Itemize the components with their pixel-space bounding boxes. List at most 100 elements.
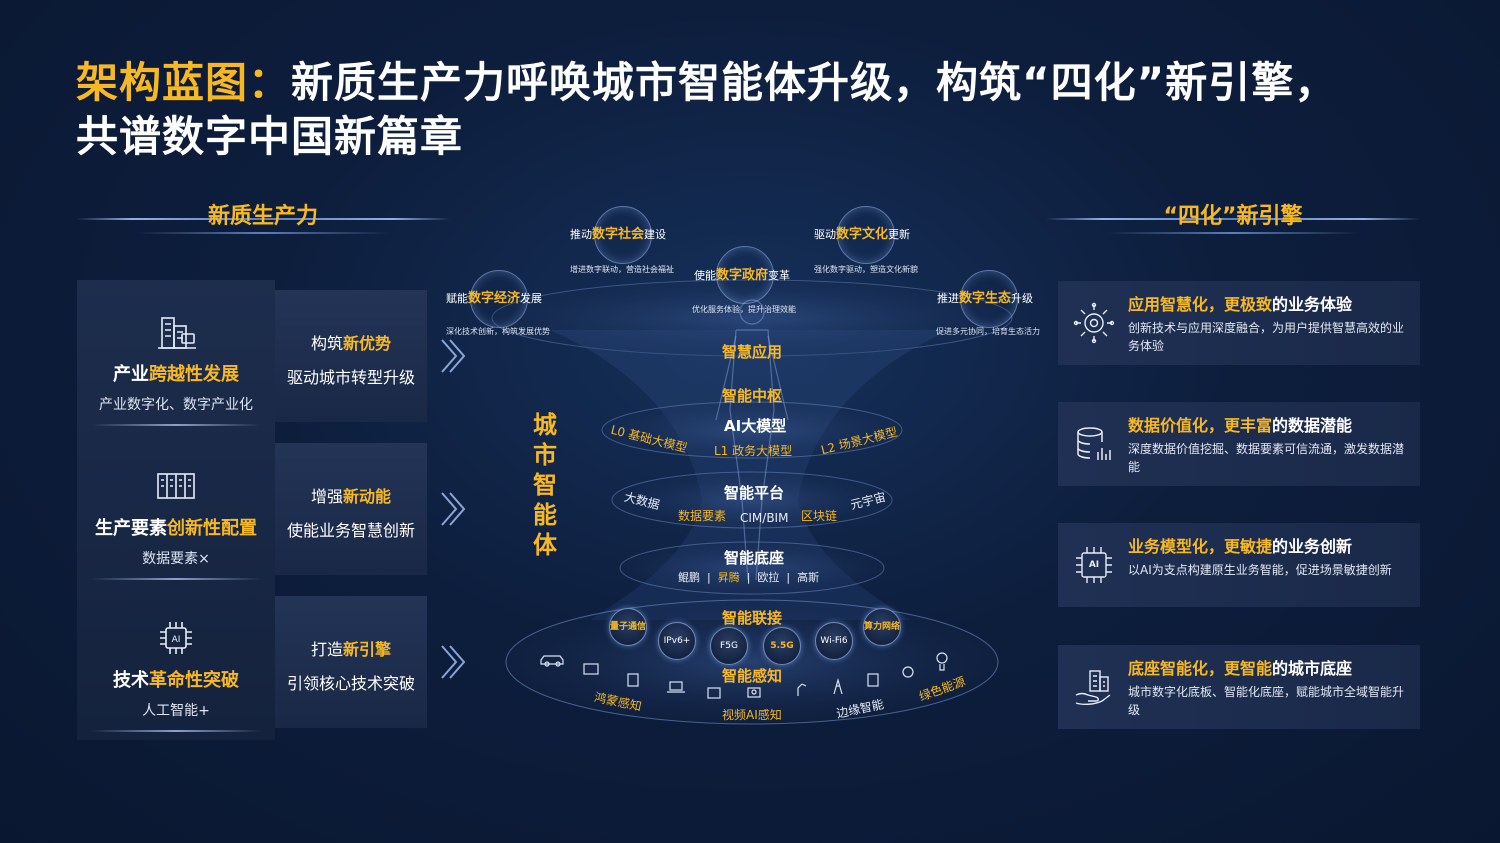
goal-post: 发展: [520, 292, 543, 305]
engine-title-post: 的业务体验: [1272, 295, 1353, 314]
goal-desc: 强化数字驱动，塑造文化新貌: [814, 265, 918, 274]
cim-bim: CIM/BIM: [740, 511, 789, 525]
right-header-text: “四化”新引擎: [1163, 204, 1303, 229]
goal-pre: 使能: [694, 269, 716, 282]
conn-f5g: F5G: [710, 627, 748, 665]
base-item-ascend: 昇腾: [717, 571, 740, 584]
engine-title-post: 的数据潜能: [1272, 416, 1353, 435]
data-elements: 数据要素: [678, 509, 727, 523]
goal-desc: 深化技术创新，构筑发展优势: [446, 327, 550, 336]
left-panel: [77, 280, 275, 740]
sense-video-ai: 视频AI感知: [722, 708, 782, 722]
left-item-title-pre: 技术: [113, 670, 149, 691]
car-icon: [540, 655, 564, 667]
goal-desc: 优化服务体验，提升治理效能: [692, 305, 796, 314]
goal-ring: [716, 246, 774, 304]
conn-compute-network: 算力网络: [863, 608, 901, 646]
goal-post: 更新: [888, 228, 911, 241]
engine-card-model: AI 业务模型化，更敏捷的业务创新 以AI为支点构建原生业务智能，促进场景敏捷创…: [1058, 523, 1420, 607]
layer-smart-platform: 智能平台: [724, 484, 785, 502]
ai-chip-icon: AI: [154, 618, 198, 658]
goal-ring: [960, 270, 1018, 328]
gear-eye-icon: [1073, 302, 1115, 344]
goal-hl: 数字经济: [468, 291, 521, 306]
cctv-icon: [902, 666, 914, 678]
goal-pre: 赋能: [446, 292, 468, 305]
engine-desc: 深度数据价值挖掘、数据要素可信流通，激发数据潜能: [1128, 442, 1405, 474]
layer-smart-base: 智能底座: [724, 549, 785, 567]
left-item-industry: 产业跨越性发展 产业数字化、数字产业化: [77, 312, 275, 426]
engine-card-base: 底座智能化，更智能的城市底座 城市数字化底板、智能化底座，赋能城市全域智能升级: [1058, 645, 1420, 729]
left-section-header: 新质生产力: [76, 196, 450, 240]
layer-smart-connect: 智能联接: [722, 609, 783, 627]
driver-b: 使能业务智慧创新: [286, 521, 415, 540]
left-item-title-hl: 革命性突破: [149, 670, 239, 691]
goal-post: 变革: [768, 269, 791, 282]
left-item-title-pre: 产业: [113, 364, 149, 385]
camera-icon: [747, 687, 761, 698]
goal-hl: 数字社会: [592, 227, 645, 242]
chevron-right-icon: [441, 492, 466, 526]
left-item-title-hl: 创新性配置: [167, 518, 257, 539]
meter-icon: [867, 673, 879, 687]
left-item-sub: 数据要素×: [142, 551, 210, 567]
city-agent-label: 城市智能体: [533, 411, 557, 559]
goal-digital-government: 使能数字政府变革: [694, 264, 790, 283]
driver-b: 驱动城市转型升级: [286, 368, 415, 387]
layer-smart-hub: 智能中枢: [722, 387, 783, 405]
driver-a-hl: 新引擎: [343, 640, 392, 659]
base-item-gauss: 高斯: [797, 571, 820, 584]
driver-card-momentum: 增强新动能 使能业务智慧创新: [275, 443, 427, 575]
conn-ipv6: IPv6+: [658, 622, 696, 660]
goal-desc: 增进数字联动，营造社会福祉: [570, 265, 674, 274]
bulb-icon: [936, 652, 948, 671]
engine-card-data: 数据价值化，更丰富的数据潜能 深度数据价值挖掘、数据要素可信流通，激发数据潜能: [1058, 402, 1420, 486]
goal-digital-culture: 驱动数字文化更新: [814, 223, 910, 242]
building-icon: [154, 312, 198, 352]
engine-title-hl: 应用智慧化，更极致: [1128, 295, 1273, 314]
driver-card-advantage: 构筑新优势 驱动城市转型升级: [275, 290, 427, 422]
svg-text:AI: AI: [1089, 560, 1099, 570]
engine-desc: 创新技术与应用深度融合，为用户提供智慧高效的业务体验: [1128, 321, 1405, 353]
title-prefix: 架构蓝图：: [76, 58, 292, 107]
driver-a-hl: 新优势: [343, 334, 392, 353]
left-item-factors: 生产要素创新性配置 数据要素×: [77, 466, 275, 580]
goal-hl: 数字政府: [716, 268, 769, 283]
goal-pre: 推动: [570, 228, 592, 241]
left-item-title-hl: 跨越性发展: [149, 364, 239, 385]
device-icons: [540, 652, 948, 699]
laptop-icon: [667, 681, 685, 693]
left-item-title-pre: 生产要素: [95, 518, 167, 539]
goal-post: 升级: [1011, 292, 1034, 305]
hand-building-icon: [1075, 670, 1111, 706]
base-item-kunpeng: 鲲鹏: [678, 571, 700, 584]
goal-digital-economy: 赋能数字经济发展: [446, 287, 542, 306]
tower-icon: [833, 677, 843, 695]
chevron-right-icon: [441, 645, 466, 679]
robot-arm-icon: [797, 683, 807, 696]
page-title: 架构蓝图：新质生产力呼唤城市智能体升级，构筑“四化”新引擎， 共谱数字中国新篇章: [76, 56, 1456, 164]
door-icon: [627, 673, 639, 687]
blockchain: 区块链: [801, 509, 838, 523]
goal-post: 建设: [644, 228, 667, 241]
driver-a-hl: 新动能: [343, 487, 392, 506]
engine-title-hl: 底座智能化，更智能: [1128, 659, 1273, 678]
title-line1: 新质生产力呼唤城市智能体升级，构筑“四化”新引擎，: [291, 58, 1338, 107]
driver-a-pre: 打造: [310, 640, 343, 659]
driver-card-engine: 打造新引擎 引领核心技术突破: [275, 596, 427, 728]
left-item-sub: 人工智能+: [142, 703, 210, 719]
goal-digital-ecology: 推进数字生态升级: [937, 287, 1033, 306]
conn-wifi6: Wi-Fi6: [815, 622, 853, 660]
ai-kunpeng-icon: AI: [1076, 547, 1112, 583]
goal-ring: [470, 270, 528, 328]
driver-a-pre: 构筑: [310, 334, 343, 353]
layer-ai-model: AI大模型: [724, 417, 787, 435]
engine-card-app: 应用智慧化，更极致的业务体验 创新技术与应用深度融合，为用户提供智慧高效的业务体…: [1058, 281, 1420, 365]
engine-title-hl: 业务模型化，更敏捷: [1128, 537, 1273, 556]
l1-model: L1 政务大模型: [714, 444, 793, 458]
conn-quantum: 量子通信: [609, 608, 647, 646]
server-icon: [154, 466, 198, 506]
database-icon: [1077, 427, 1111, 460]
base-items: 鲲鹏 | 昇腾 | 欧拉 | 高斯: [678, 571, 820, 584]
driver-a-pre: 增强: [310, 487, 343, 506]
